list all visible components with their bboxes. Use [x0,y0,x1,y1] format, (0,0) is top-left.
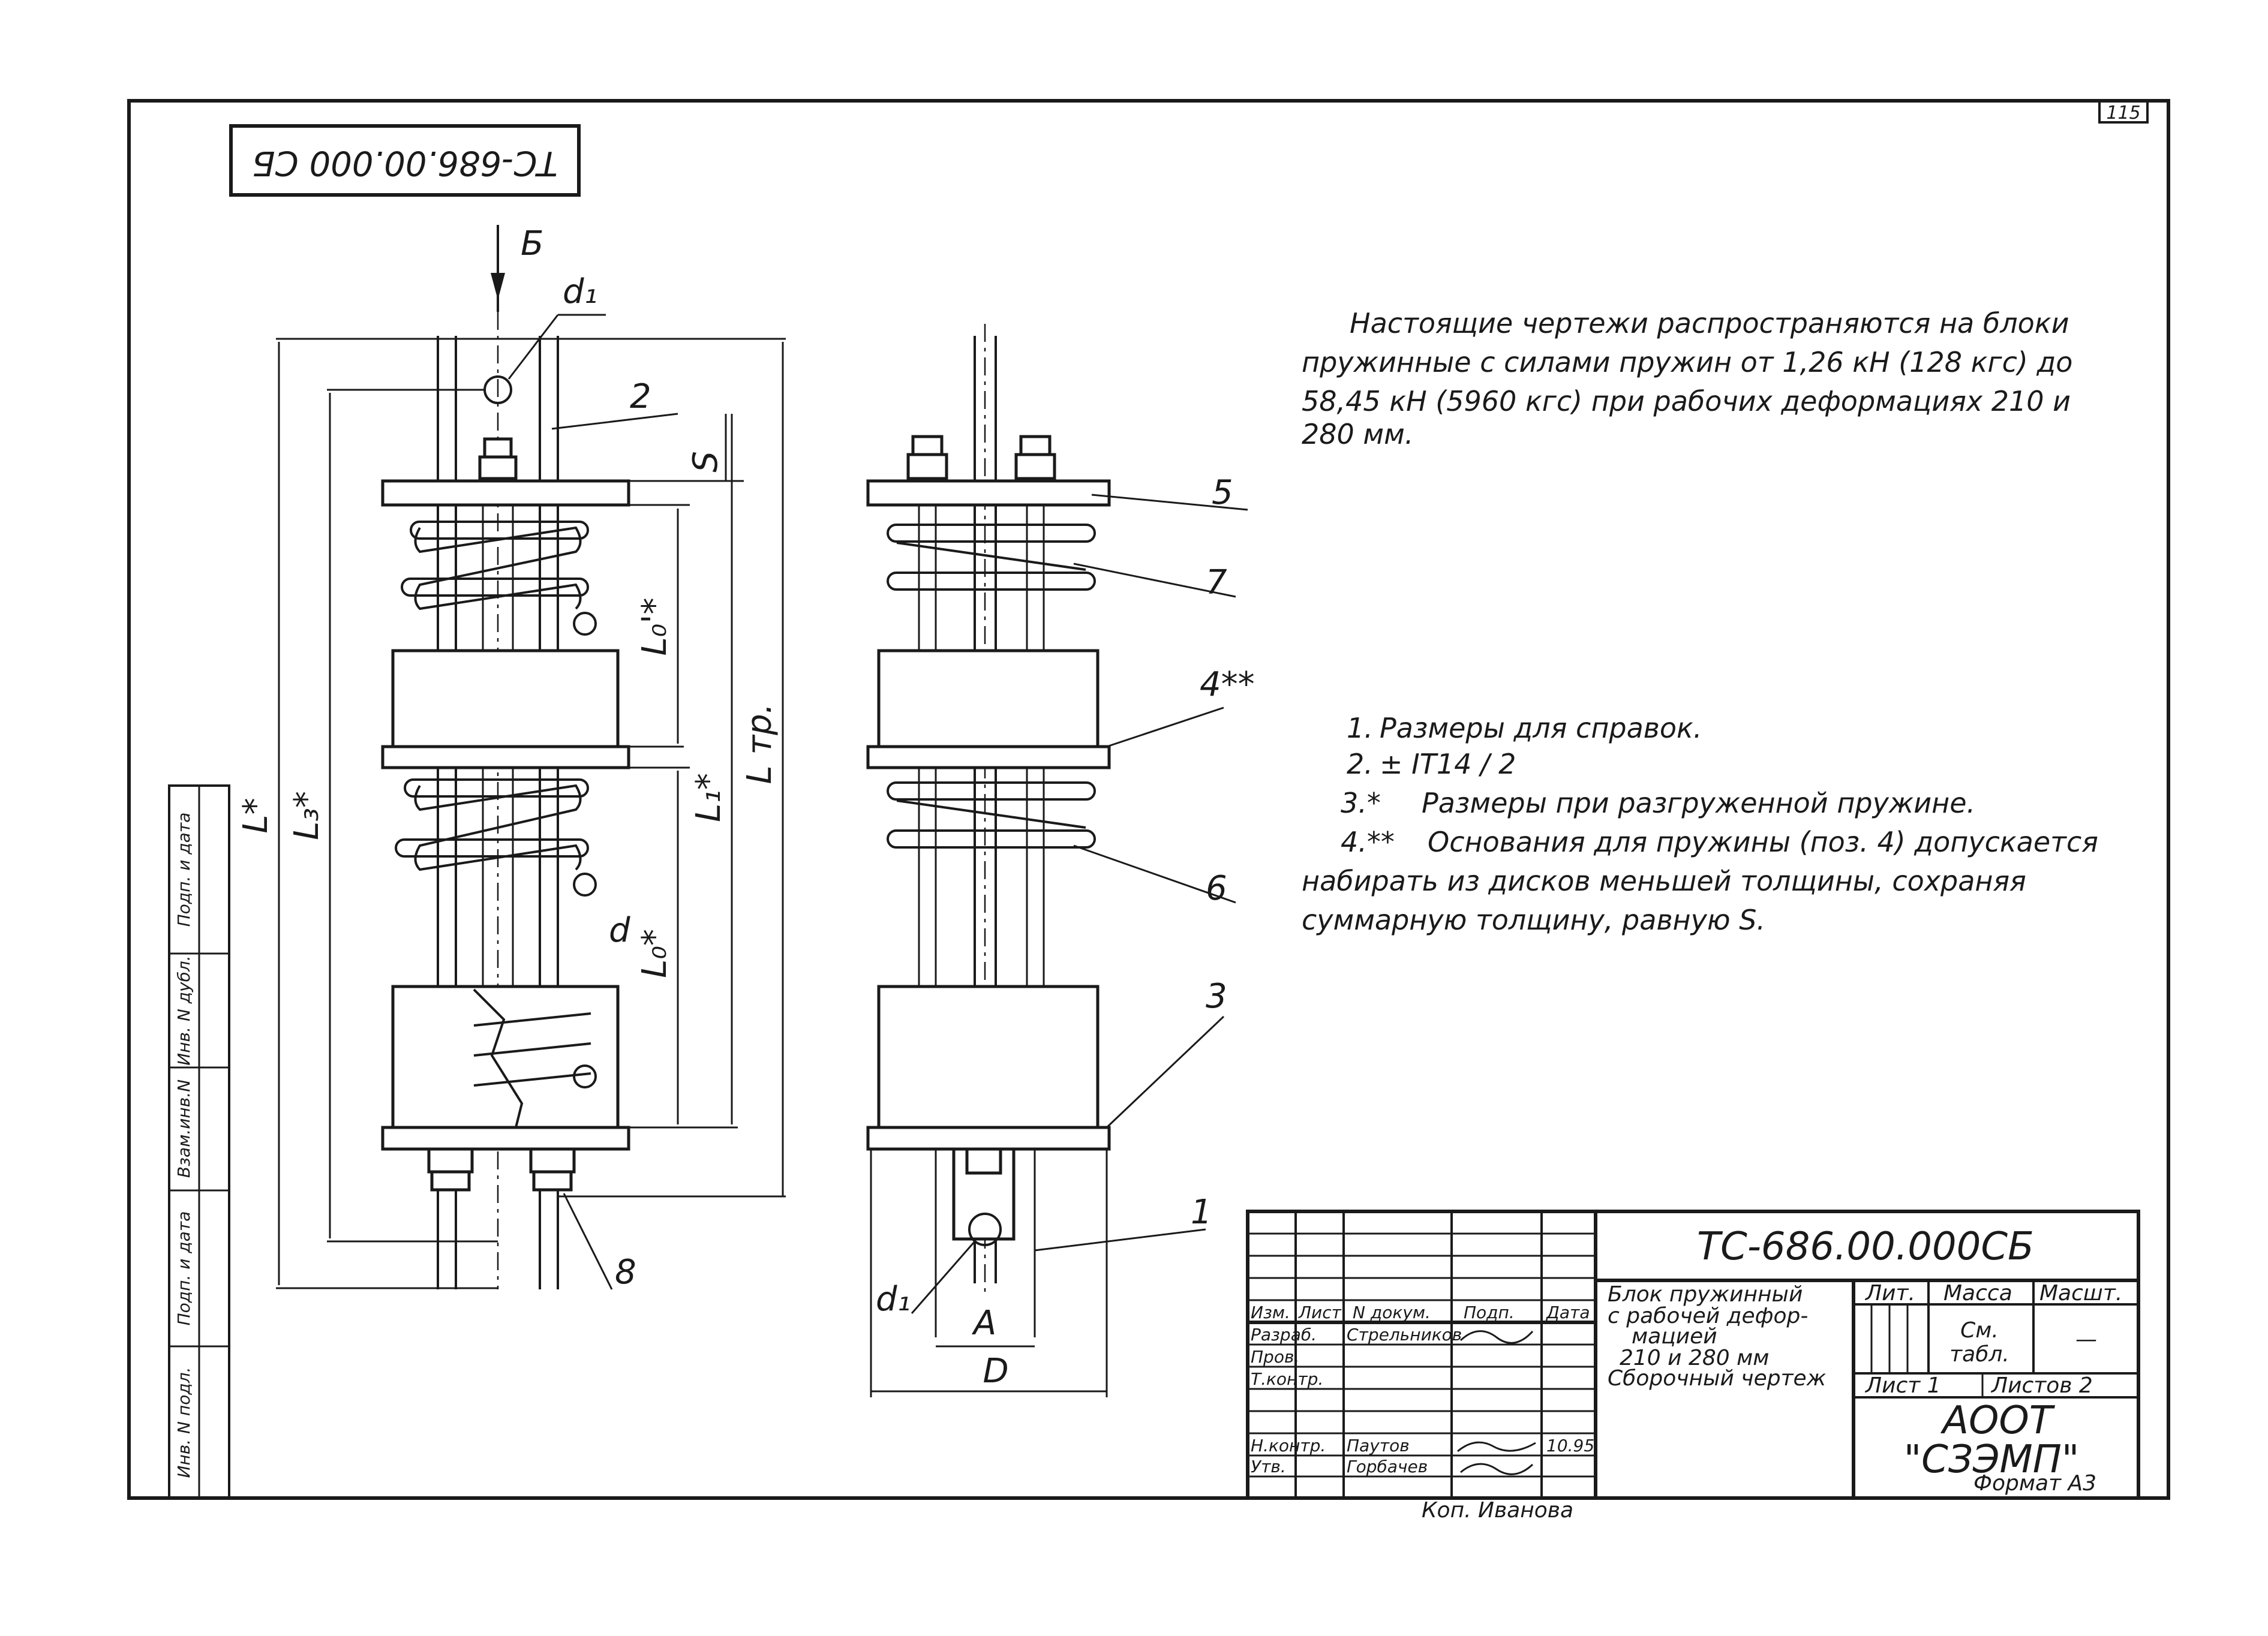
scope-line-2: пружинные с силами пружин от 1,26 кН (12… [1302,346,2072,378]
dim-Ltr: L тр. [740,703,779,784]
dim-L3: L₃* [287,791,326,840]
name-line-1: Блок пружинный [1608,1282,1803,1307]
side-col-inv-podl: Инв. N подл. [174,1367,194,1478]
hdr-ndoc: N докум. [1353,1303,1431,1322]
note-3-text: Размеры при разгруженной пружине. [1422,787,1975,819]
name-line-3: мацией [1632,1324,1717,1349]
note-1-num: 1. [1347,712,1373,744]
name-line-4: 210 и 280 мм [1620,1346,1769,1370]
title-block: Изм. Лист N докум. Подп. Дата Разраб. Ст… [1246,1210,2140,1500]
role-razrab: Разраб. [1251,1325,1317,1345]
copied-by: Коп. Иванова [1422,1498,1573,1523]
side-col-podp-date-2: Подп. и дата [174,813,194,927]
hdr-list: Лист [1298,1303,1342,1322]
callout-8: 8 [615,1253,636,1292]
callout-3: 3 [1206,977,1227,1016]
callout-1: 1 [1191,1193,1212,1232]
side-col-inv-dubl: Инв. N дубл. [174,955,194,1065]
corner-number: 115 [2106,103,2140,124]
name-utv: Горбачев [1347,1457,1428,1476]
dim-d: d [609,911,630,950]
dim-L0-top: L₀'* [635,597,674,655]
format-label: Формат А3 [1973,1471,2096,1496]
dim-S: S [686,451,725,473]
signature-nkontr [1457,1441,1536,1452]
note-4-num: 4.** [1341,826,1395,858]
dim-d1-top: d₁ [563,272,597,311]
mass-value-1: См. [1960,1318,1999,1343]
dim-L0-bottom: L₀* [635,929,674,978]
dim-D: D [983,1352,1008,1391]
note-2-num: 2. [1347,748,1373,780]
dim-L1: L₁* [689,773,728,822]
scale-label: Масшт. [2039,1281,2122,1306]
view-label: Б [521,224,543,263]
stamp-box: ТС-686.00.000 СБ [229,124,581,197]
date-nkontr: 10.95 [1546,1436,1594,1455]
scope-line-1: Настоящие чертежи распространяются на бл… [1350,307,2069,339]
role-tkontr: Т.контр. [1251,1369,1323,1389]
note-1-text: Размеры для справок. [1380,712,1702,744]
side-strip: Инв. N подл. Подп. и дата Взам.инв.N Инв… [168,784,230,1499]
dim-A: А [972,1304,996,1343]
stamp-code: ТС-686.00.000 СБ [252,143,557,182]
callout-7: 7 [1206,563,1227,602]
note-3-num: 3.* [1341,787,1381,819]
signature-razrab [1459,1330,1534,1344]
dim-d1-bottom: d₁ [876,1280,911,1319]
numbered-notes: 1. Размеры для справок. 2. ± IT14 / 2 3.… [1302,712,2098,936]
scope-line-3: 58,45 кН (5960 кгс) при рабочих деформац… [1302,385,2071,417]
sheet-label: Лист 1 [1864,1373,1941,1398]
hdr-date: Дата [1545,1303,1590,1322]
name-nkontr: Паутов [1347,1436,1410,1455]
scope-note: Настоящие чертежи распространяются на бл… [1302,307,2072,450]
lit-label: Лит. [1864,1281,1915,1306]
callout-4: 4** [1200,665,1255,704]
corner-number-box [2098,100,2149,124]
hdr-podp: Подп. [1464,1303,1515,1322]
name-line-2: с рабочей дефор- [1608,1304,1808,1328]
note-4-line-2: набирать из дисков меньшей толщины, сохр… [1302,865,2026,897]
sheets-label: Листов 2 [1990,1373,2093,1398]
callout-5: 5 [1212,473,1233,512]
side-col-podp-date-1: Подп. и дата [174,1211,194,1326]
signature-utv [1460,1463,1534,1475]
org-line-1: АООТ [1940,1399,2056,1443]
note-2-text: ± IT14 / 2 [1380,748,1516,780]
scope-line-4: 280 мм. [1302,418,1413,450]
role-prov: Пров. [1251,1347,1299,1367]
dim-L: L* [236,798,275,833]
outer-frame [127,99,2170,1500]
side-col-vzam-inv: Взам.инв.N [174,1079,194,1178]
hdr-izm: Изм. [1251,1303,1290,1322]
callout-2: 2 [630,377,651,416]
scale-value: — [2075,1327,2097,1352]
note-4-text: Основания для пружины (поз. 4) допускает… [1428,826,2098,858]
left-view: Б [236,224,786,1292]
name-razrab: Стрельников [1347,1325,1462,1345]
mass-value-2: табл. [1949,1342,2009,1367]
note-4-line-3: суммарную толщину, равную S. [1302,904,1765,936]
org-line-2: "СЗЭМП" [1904,1437,2080,1482]
mass-label: Масса [1943,1281,2012,1306]
callout-6: 6 [1206,869,1227,908]
name-line-5: Сборочный чертеж [1608,1366,1827,1391]
right-view: А D d₁ 5 7 4** 6 3 1 [866,324,1255,1397]
doc-code: ТС-686.00.000СБ [1697,1225,2034,1269]
role-utv: Утв. [1251,1457,1286,1476]
role-nkontr: Н.контр. [1251,1436,1326,1455]
